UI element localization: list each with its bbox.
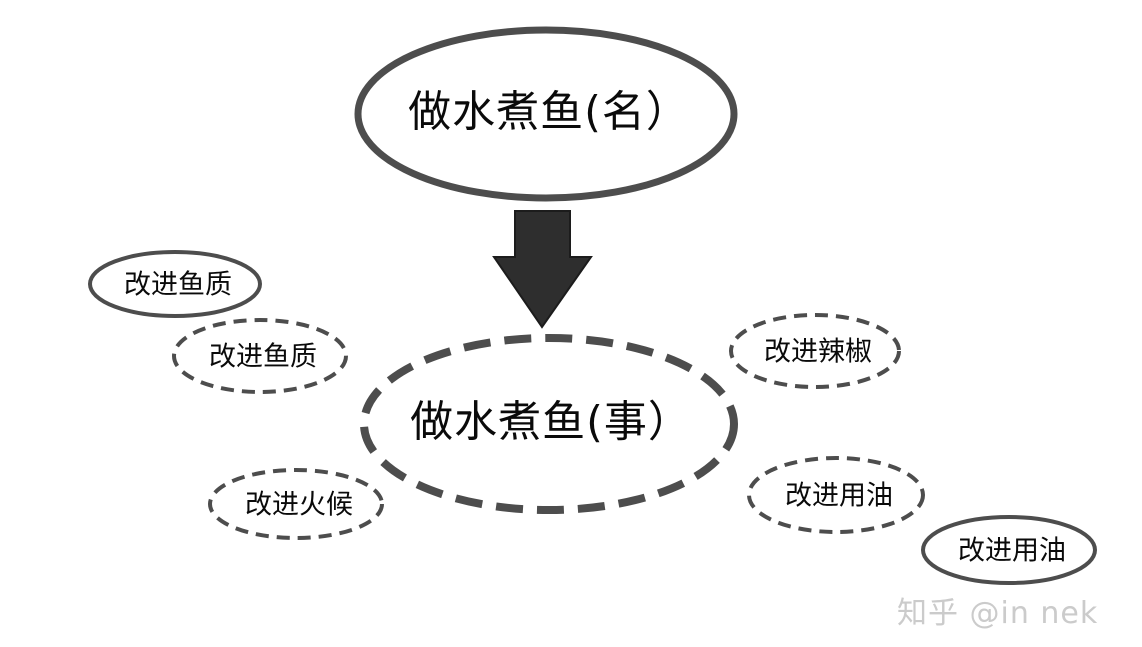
title-node-label: 做水煮鱼(名）: [408, 87, 690, 138]
ellipse-fish-quality-dashed: [172, 318, 348, 394]
satellite-label-fish-quality-dashed: 改进鱼质: [209, 341, 317, 373]
ellipse-oil-solid: [921, 515, 1097, 585]
ellipse-event-node: [360, 334, 738, 514]
satellite-label-oil-dashed: 改进用油: [785, 480, 893, 512]
zhihu-watermark: 知乎 @in nek: [897, 596, 1099, 631]
down-arrow-icon: [492, 210, 593, 329]
ellipse-heat-dashed: [208, 468, 384, 540]
ellipse-oil-dashed: [747, 456, 925, 534]
ellipse-chili-dashed: [729, 313, 901, 389]
ellipse-fish-quality-solid: [88, 250, 262, 318]
satellite-label-heat-dashed: 改进火候: [245, 489, 353, 521]
satellite-label-chili-dashed: 改进辣椒: [764, 336, 872, 368]
satellite-label-oil-solid: 改进用油: [958, 535, 1066, 567]
satellite-label-fish-quality-solid: 改进鱼质: [124, 269, 232, 301]
event-node-label: 做水煮鱼(事）: [410, 397, 692, 448]
ellipse-title-node: [354, 26, 738, 202]
